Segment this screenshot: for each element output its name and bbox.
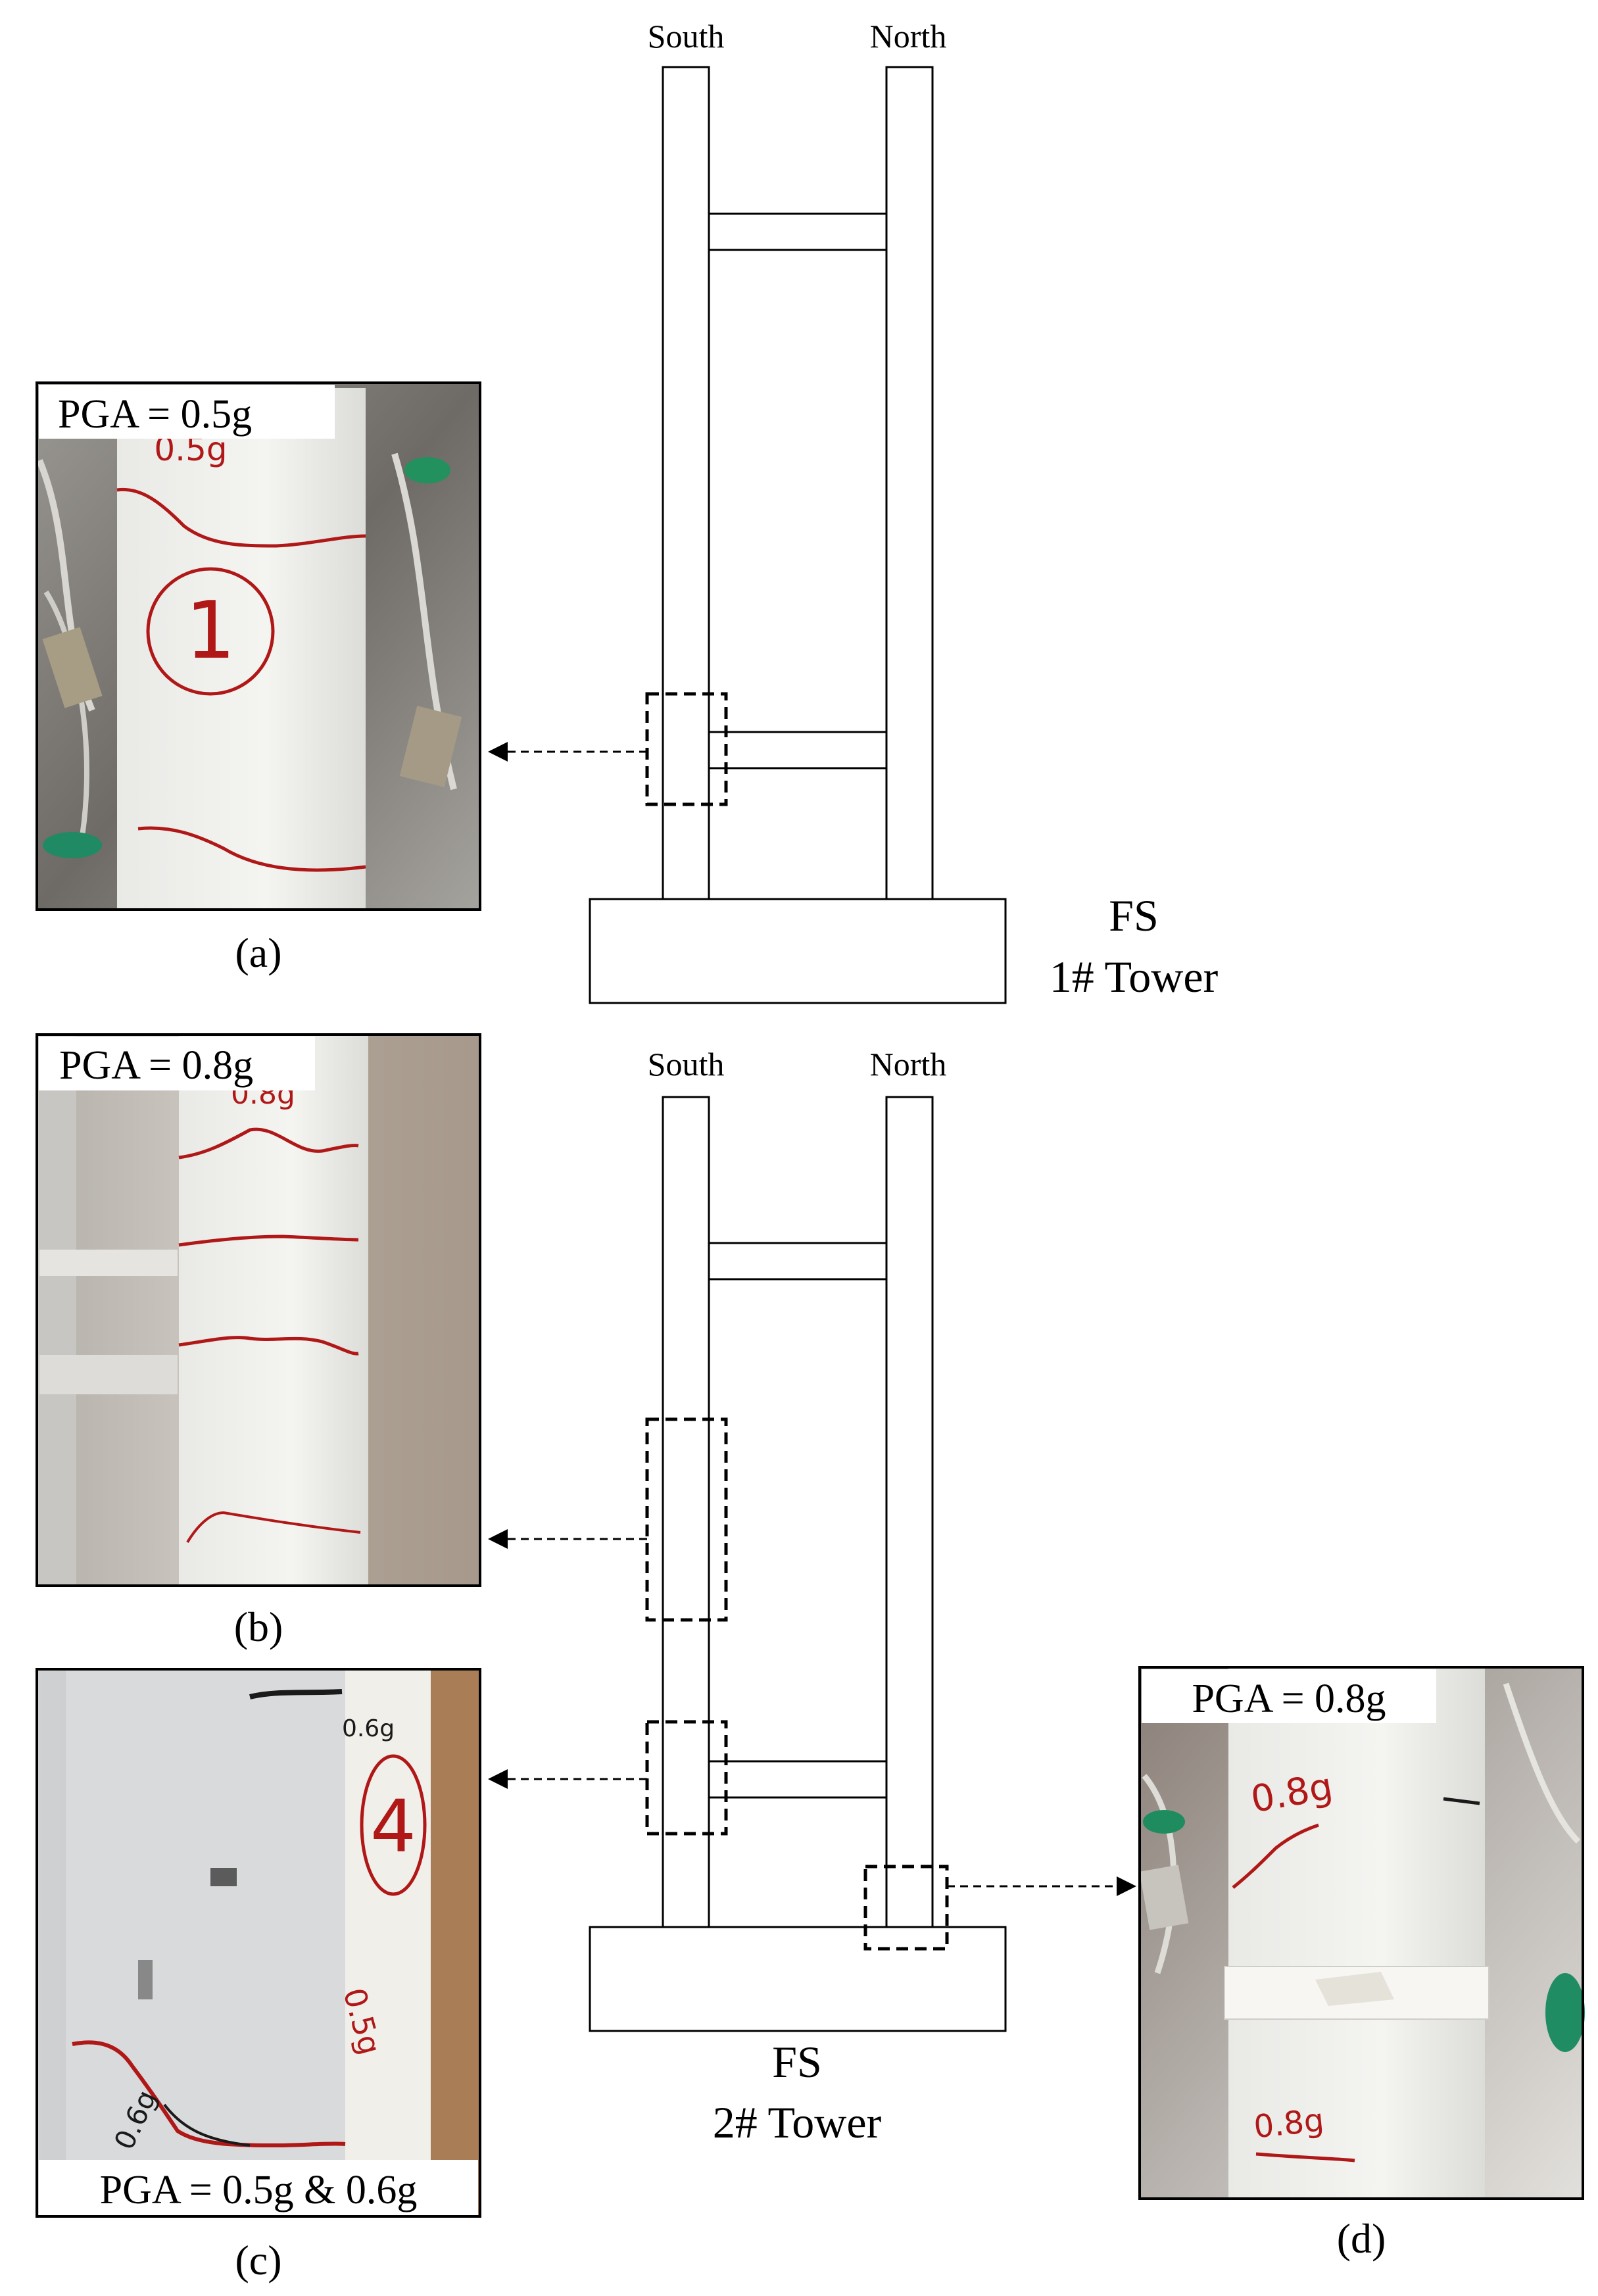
panel-a-caption: (a) bbox=[235, 929, 281, 976]
panel-d-crack-black bbox=[1443, 1797, 1480, 1805]
panel-b-frame bbox=[36, 1033, 481, 1587]
tower-2-detail-box-d bbox=[863, 1865, 949, 1951]
tower-2-lower-beam bbox=[708, 1760, 888, 1799]
panel-d-column bbox=[1228, 1667, 1485, 2199]
tower-1-north-label: North bbox=[870, 18, 947, 55]
tower-2-detail-box-c bbox=[645, 1720, 728, 1836]
panel-b-crack-4 bbox=[186, 1511, 361, 1544]
panel-d-frame bbox=[1138, 1666, 1584, 2200]
tower-1-upper-beam bbox=[708, 212, 888, 251]
panel-d-pga-label: PGA = 0.8g bbox=[1192, 1676, 1386, 1721]
panel-c-top-mark: 0.6g bbox=[342, 1715, 395, 1742]
tower-1-diagram: South North FS 1# Tower bbox=[488, 18, 1219, 1004]
tower-1-title-line-1: FS bbox=[1109, 891, 1159, 940]
panel-a: 1 0.5g PGA = 0.5g (a) bbox=[36, 381, 481, 976]
panel-b-caption: (b) bbox=[234, 1603, 283, 1650]
tower-1-south-column bbox=[662, 66, 710, 900]
tower-1-lower-beam bbox=[708, 731, 888, 769]
panel-d-caption: (d) bbox=[1337, 2215, 1386, 2262]
panel-a-column bbox=[117, 388, 366, 910]
panel-d-crack-1 bbox=[1232, 1823, 1319, 1889]
panel-a-frame bbox=[36, 381, 481, 911]
panel-d: 0.8g 0.8g PGA = 0.8g (d) bbox=[1138, 1666, 1585, 2262]
panel-c-circle-mark bbox=[360, 1754, 427, 1896]
panel-d-crack-2 bbox=[1255, 2152, 1355, 2162]
panel-a-crack-2 bbox=[137, 826, 366, 872]
tower-1-detail-box-a bbox=[645, 692, 728, 806]
tower-1-north-column bbox=[885, 66, 934, 900]
tower-2-south-label: South bbox=[648, 1046, 725, 1083]
panel-c-column-face-left bbox=[66, 1669, 345, 2216]
tower-2-title-line-2: 2# Tower bbox=[713, 2097, 882, 2147]
tower-1-foundation bbox=[589, 898, 1007, 1004]
tower-1-south-label: South bbox=[648, 18, 725, 55]
panel-b: 0.8g PGA = 0.8g (b) bbox=[36, 1033, 481, 1650]
panel-b-crack-2 bbox=[178, 1234, 359, 1247]
panel-c-frame bbox=[36, 1668, 481, 2218]
panel-c-crack-red bbox=[72, 2040, 346, 2148]
panel-d-bottom-mark: 0.8g bbox=[1252, 2102, 1326, 2146]
panel-c-pga-label: PGA = 0.5g & 0.6g bbox=[100, 2168, 418, 2212]
panel-b-pga-label: PGA = 0.8g bbox=[59, 1043, 253, 1088]
tower-2-detail-box-b bbox=[645, 1417, 728, 1622]
panel-b-crack-1 bbox=[178, 1127, 359, 1160]
tower-1-title-line-2: 1# Tower bbox=[1050, 952, 1219, 1002]
tower-2-foundation bbox=[589, 1926, 1007, 2032]
tower-2-title-line-1: FS bbox=[772, 2037, 822, 2087]
panel-c-crack-black bbox=[163, 2103, 251, 2147]
panel-a-circle-mark bbox=[146, 567, 275, 696]
panel-a-crack-1 bbox=[116, 487, 366, 548]
tower-2-north-label: North bbox=[870, 1046, 947, 1083]
panel-c-caption: (c) bbox=[235, 2237, 281, 2284]
tower-2-north-column bbox=[885, 1096, 934, 1928]
panel-b-crack-3 bbox=[178, 1336, 359, 1356]
panel-c-column-face-right bbox=[345, 1669, 431, 2216]
panel-a-pga-label: PGA = 0.5g bbox=[58, 392, 252, 437]
panel-a-number-mark: 1 bbox=[185, 585, 235, 677]
panel-c: 4 0.6g 0.6g 0.5g PGA = 0.5g & 0.6g (c) bbox=[36, 1668, 481, 2284]
tower-2-diagram: South North FS 2# Tower bbox=[488, 1046, 1136, 2147]
tower-2-upper-beam bbox=[708, 1242, 888, 1281]
tower-2-south-column bbox=[662, 1096, 710, 1928]
panel-b-column bbox=[179, 1035, 368, 1586]
panel-c-number-mark: 4 bbox=[370, 1784, 416, 1869]
